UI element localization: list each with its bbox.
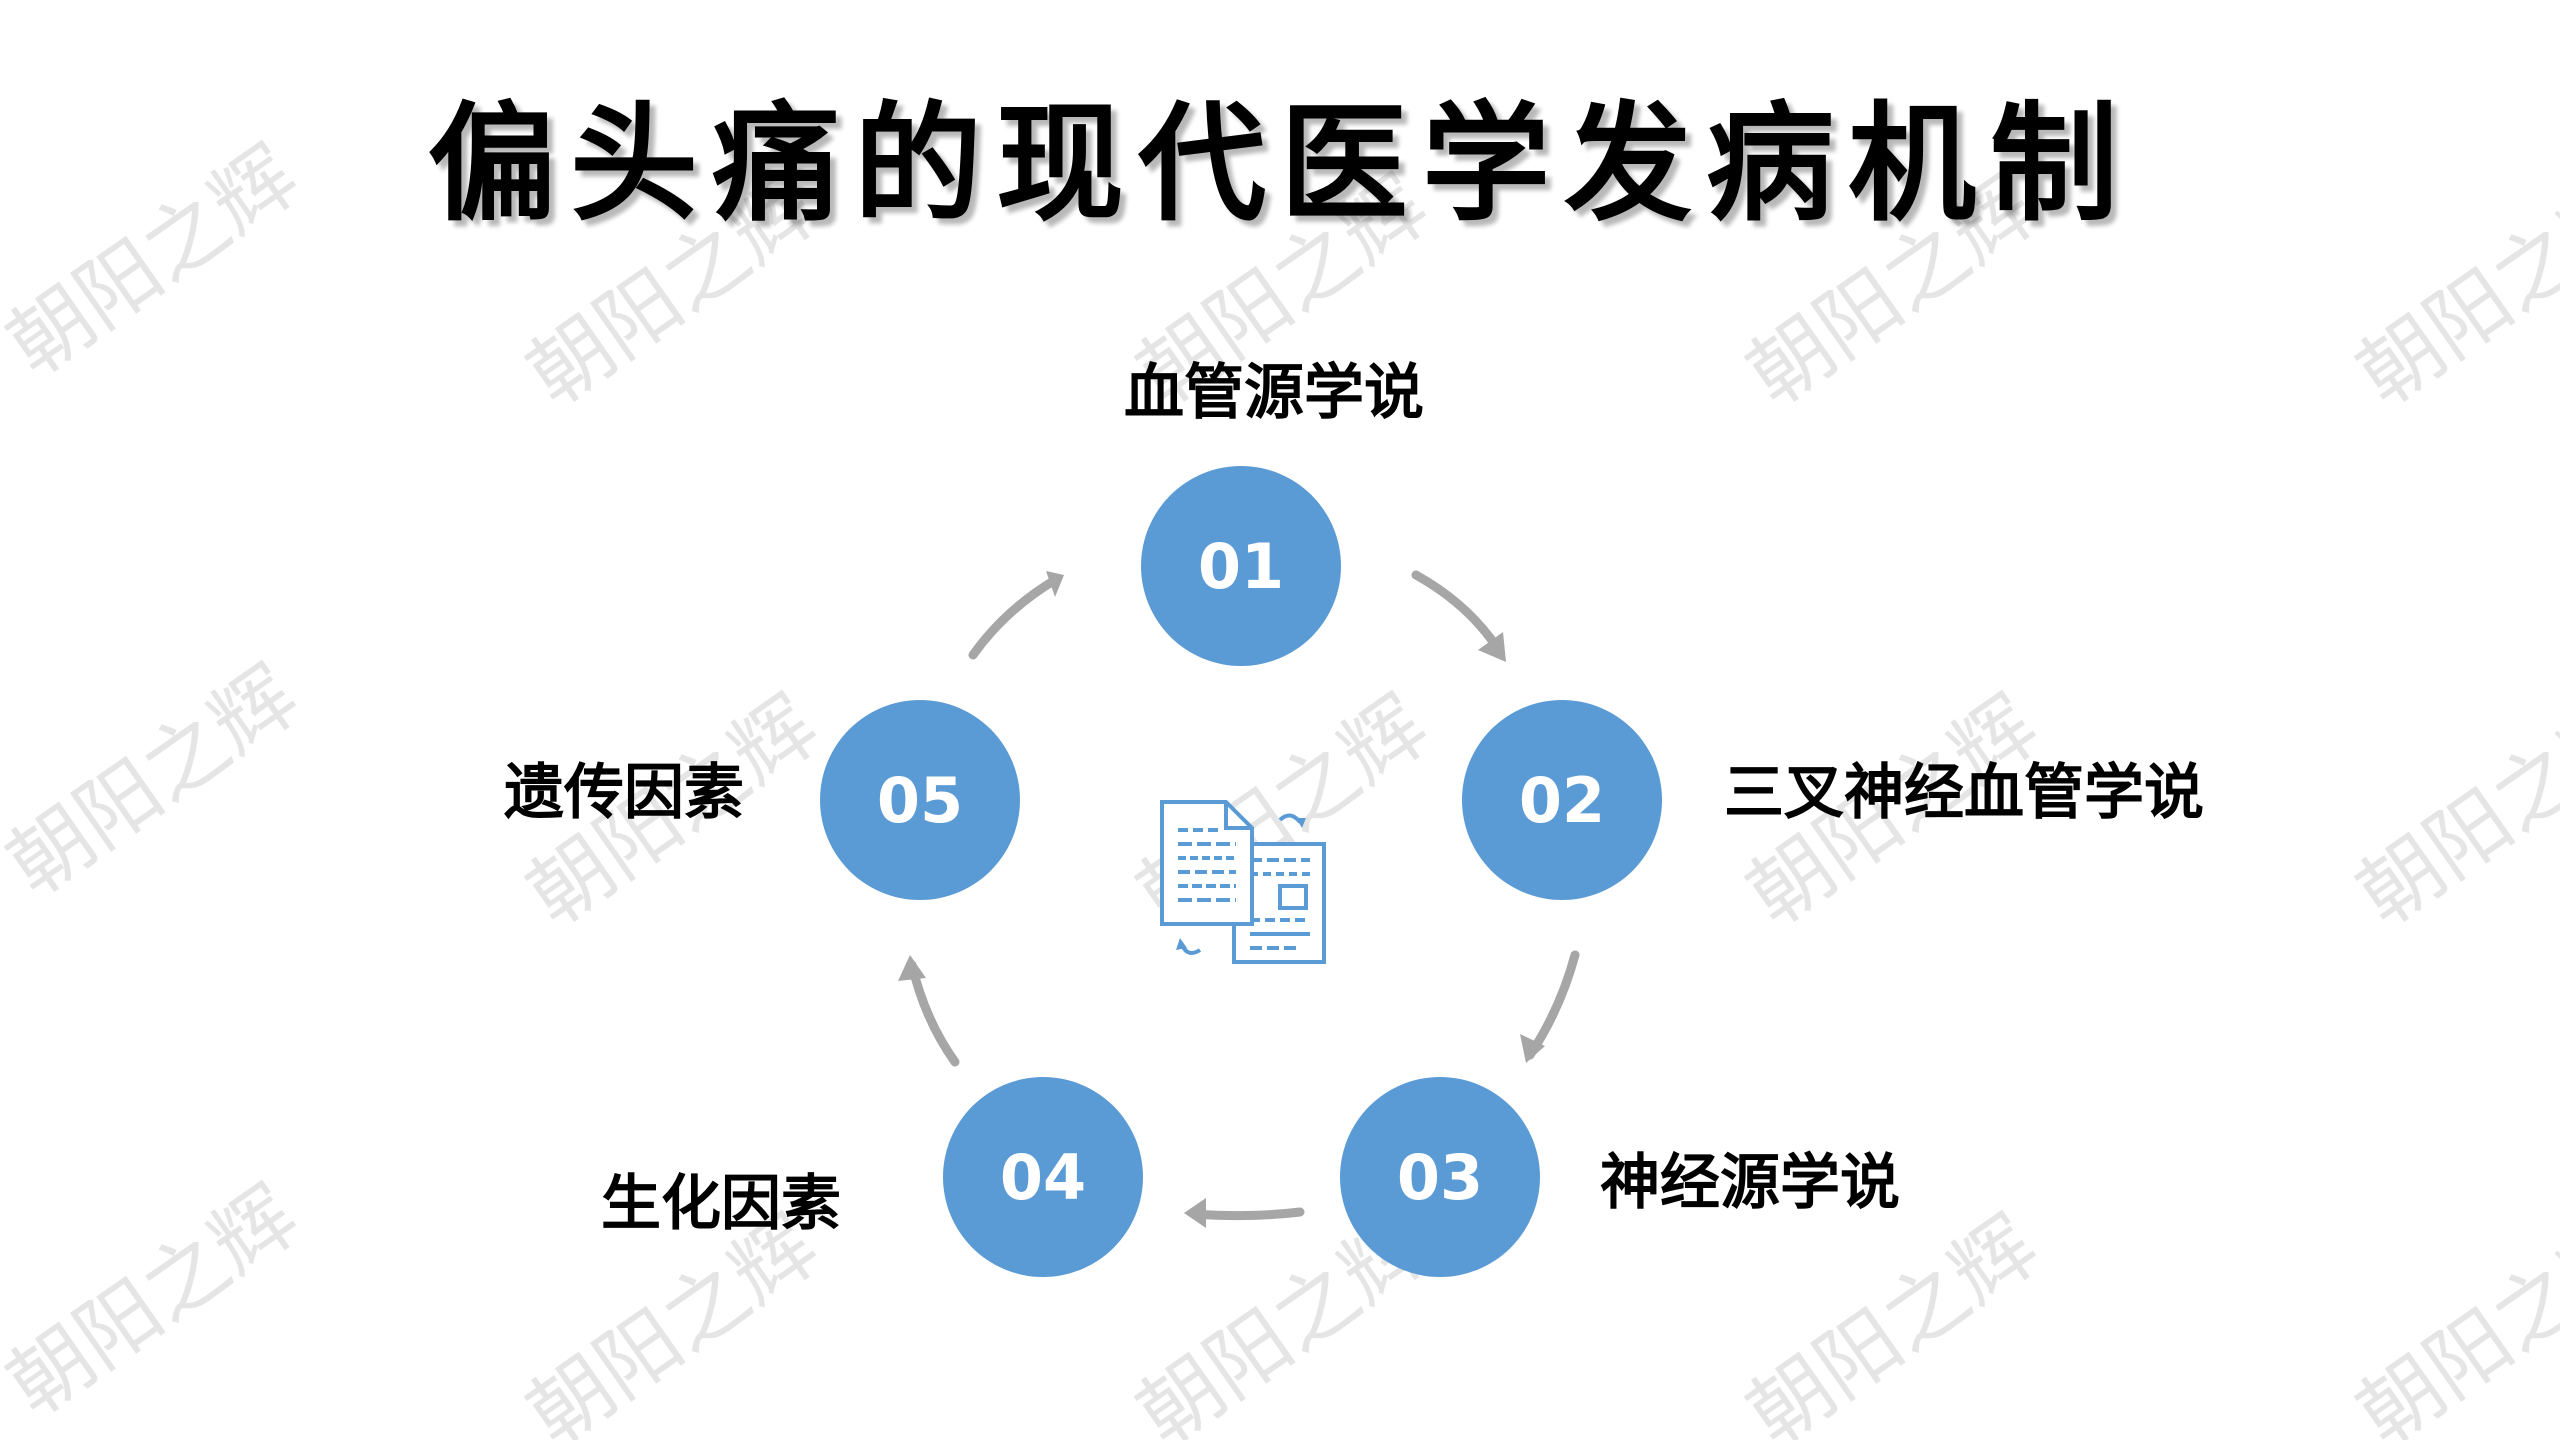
node-number: 03 [1396, 1140, 1484, 1214]
node-04-label: 生化因素 [601, 1169, 841, 1239]
page-title: 偏头痛的现代医学发病机制 [427, 90, 2132, 239]
node-01-label: 血管源学说 [1124, 358, 1424, 428]
arrowhead [1478, 632, 1506, 662]
node-02-circle: 02 [1462, 700, 1662, 900]
node-02-label: 三叉神经血管学说 [1724, 758, 2204, 828]
node-number: 02 [1518, 763, 1606, 837]
node-number: 04 [999, 1140, 1087, 1214]
node-03-circle: 03 [1340, 1077, 1540, 1277]
node-03-label: 神经源学说 [1600, 1148, 1900, 1218]
arrowhead [1046, 571, 1064, 597]
arrowhead [1184, 1198, 1206, 1228]
arrow-03-to-04 [1190, 1207, 1305, 1221]
arrowhead [898, 955, 926, 981]
node-number: 05 [876, 763, 964, 837]
arrow-05-to-01 [968, 575, 1060, 660]
node-05-label: 遗传因素 [504, 758, 744, 828]
node-number: 01 [1197, 529, 1285, 603]
node-01-circle: 01 [1141, 466, 1341, 666]
node-05-circle: 05 [820, 700, 1020, 900]
node-04-circle: 04 [943, 1077, 1143, 1277]
arrowhead [1520, 1034, 1545, 1063]
